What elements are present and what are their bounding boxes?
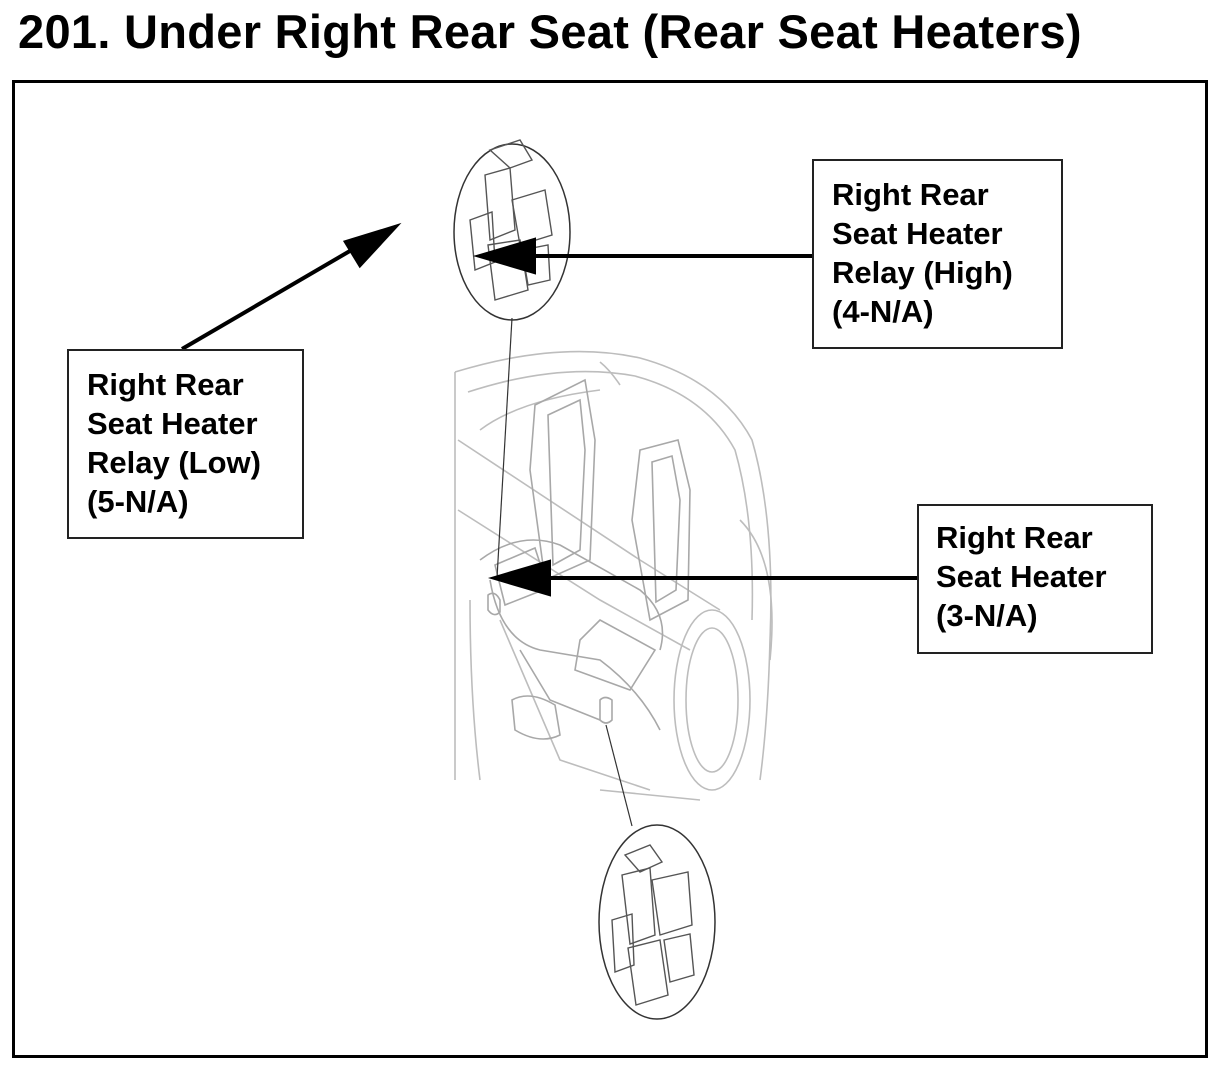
callout-relay-low-line-3: Relay (Low) — [87, 445, 261, 480]
diagram-frame — [12, 80, 1208, 1058]
callout-relay-low: Right Rear Seat Heater Relay (Low) (5-N/… — [67, 349, 304, 539]
arrow-relay-low — [180, 246, 357, 351]
arrow-seat-heater-head — [487, 559, 551, 597]
callout-seat-heater-line-3: (3-N/A) — [936, 598, 1038, 633]
callout-relay-low-line-1: Right Rear — [87, 367, 244, 402]
callout-relay-high-line-1: Right Rear — [832, 177, 989, 212]
car-body-outline — [454, 350, 773, 801]
callout-relay-high-line-3: Relay (High) — [832, 255, 1013, 290]
relay-detail-circle-bottom — [598, 824, 716, 1020]
leader-line-top-relay — [496, 317, 513, 579]
callout-seat-heater: Right Rear Seat Heater (3-N/A) — [917, 504, 1153, 654]
callout-relay-high-line-2: Seat Heater — [832, 216, 1003, 251]
arrow-relay-low-head — [342, 222, 402, 269]
callout-seat-heater-line-2: Seat Heater — [936, 559, 1107, 594]
callout-relay-high-line-4: (4-N/A) — [832, 294, 934, 329]
rear-seat-line-art — [479, 378, 691, 740]
relay-detail-circle-top — [453, 139, 571, 321]
callout-relay-low-line-4: (5-N/A) — [87, 484, 189, 519]
callout-seat-heater-line-1: Right Rear — [936, 520, 1093, 555]
callout-arrows — [180, 222, 917, 597]
page-title: 201. Under Right Rear Seat (Rear Seat He… — [18, 5, 1082, 58]
leader-line-bottom-relay — [605, 724, 633, 827]
callout-relay-low-line-2: Seat Heater — [87, 406, 258, 441]
arrow-relay-high-head — [472, 237, 536, 275]
callout-relay-high: Right Rear Seat Heater Relay (High) (4-N… — [812, 159, 1063, 349]
